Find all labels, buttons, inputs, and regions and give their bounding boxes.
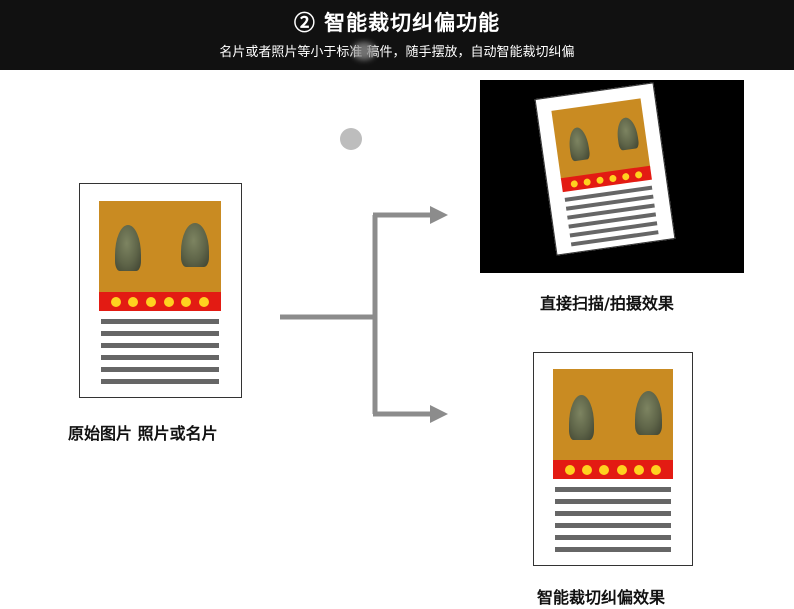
text-line — [101, 379, 219, 384]
band-dot — [583, 177, 592, 186]
card-band — [99, 292, 221, 311]
relic-right — [635, 391, 662, 435]
band-dot — [608, 174, 617, 182]
relic-left — [567, 126, 591, 162]
header-bar: ② 智能裁切纠偏功能 名片或者照片等小于标准 稿件，随手摆放，自动智能裁切纠偏 — [0, 0, 794, 70]
text-line — [101, 343, 219, 348]
text-line — [555, 499, 671, 504]
card-band — [553, 460, 673, 479]
text-line — [555, 511, 671, 516]
card-photo — [99, 201, 221, 295]
text-line — [101, 331, 219, 336]
arrow-head-bottom — [430, 405, 448, 423]
relic-right — [615, 116, 640, 151]
relic-left — [569, 395, 594, 440]
header-subtitle: 名片或者照片等小于标准 稿件，随手摆放，自动智能裁切纠偏 — [219, 45, 575, 60]
band-dot — [633, 464, 644, 475]
band-dot — [564, 464, 575, 475]
text-line — [101, 355, 219, 360]
band-dot — [599, 464, 610, 475]
text-line — [555, 523, 671, 528]
relic-right — [181, 223, 209, 267]
scanned-card — [534, 82, 676, 256]
band-dot — [146, 296, 157, 307]
band-dot — [651, 464, 662, 475]
band-dot — [616, 464, 627, 475]
relic-left — [115, 225, 141, 271]
label-scan-result: 直接扫描/拍摄效果 — [540, 294, 674, 313]
band-dot — [163, 296, 174, 307]
band-dot — [110, 296, 121, 307]
band-dot — [128, 296, 139, 307]
text-line — [101, 367, 219, 372]
band-dot — [634, 170, 643, 179]
text-line — [101, 319, 219, 324]
band-dot — [570, 179, 579, 188]
band-dot — [199, 296, 210, 307]
gray-dot — [340, 128, 362, 150]
header-title: ② 智能裁切纠偏功能 — [293, 10, 501, 35]
band-dot — [581, 464, 592, 475]
label-original: 原始图片 照片或名片 — [68, 424, 218, 443]
text-line — [555, 535, 671, 540]
band-dot — [596, 175, 604, 184]
card-photo — [553, 369, 673, 462]
cropped-card — [533, 352, 693, 566]
label-crop-result: 智能裁切纠偏效果 — [537, 588, 666, 607]
original-card — [79, 183, 242, 398]
text-line — [555, 487, 671, 492]
blurred-text-spot — [352, 42, 376, 60]
arrow-head-top — [430, 206, 448, 224]
text-line — [555, 547, 671, 552]
band-dot — [621, 172, 630, 181]
band-dot — [181, 296, 192, 307]
